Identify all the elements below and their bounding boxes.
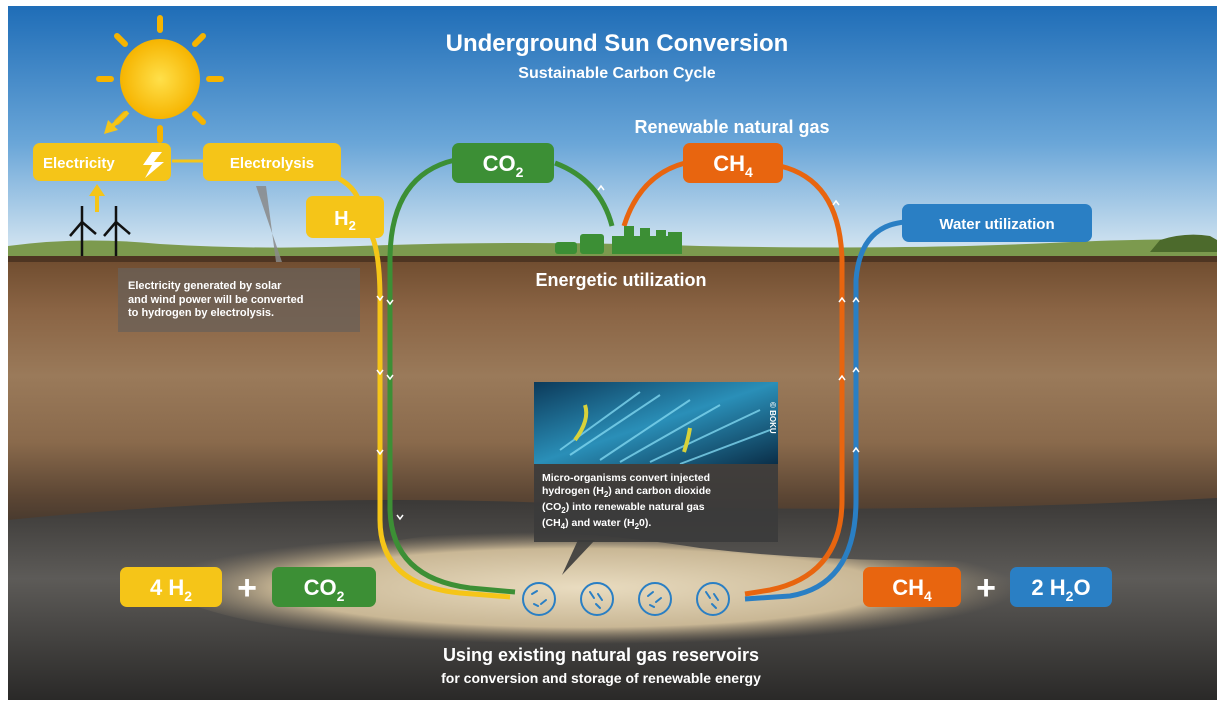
ch4-box (683, 143, 783, 183)
h2-box (306, 196, 384, 238)
green-pipe (554, 160, 615, 227)
renewable-gas-label: Renewable natural gas (634, 117, 829, 137)
trees (1150, 234, 1217, 252)
electrolysis-note-line: to hydrogen by electrolysis. (128, 307, 275, 319)
orange-pipe (744, 163, 845, 597)
electrolysis-label: Electrolysis (230, 155, 314, 172)
callout-pointer (256, 186, 282, 262)
eq-right-plus: + (976, 569, 996, 607)
yellow-pipe (367, 230, 511, 600)
title: Underground Sun Conversion (446, 30, 789, 57)
co2-label: CO2 (483, 151, 524, 180)
flow-arrows (376, 184, 860, 521)
ch4-label: CH4 (713, 151, 753, 180)
micro-note-line: Micro-organisms convert injected (542, 472, 711, 484)
eq-2h2o-box (1010, 567, 1112, 607)
eq-left-plus: + (237, 569, 257, 607)
electricity-label: Electricity (43, 155, 115, 172)
eq-co2-label: CO2 (304, 575, 345, 604)
micro-note-line: hydrogen (H2) and carbon dioxide (542, 485, 711, 500)
eq-ch4-box (863, 567, 961, 607)
electrolysis-note-line: and wind power will be converted (128, 293, 304, 306)
energetic-utilization-label: Energetic utilization (535, 270, 706, 290)
lightning-icon (143, 152, 164, 178)
h2-label: H2 (334, 208, 356, 233)
microorganisms-note: Micro-organisms convert injected hydroge… (542, 472, 774, 533)
orange-pipe (621, 160, 686, 227)
sun-arrow-icon (104, 110, 130, 134)
green-pipe (387, 157, 516, 595)
turbine-arrow-icon (89, 184, 105, 212)
blue-pipe (744, 219, 906, 602)
photo-credit: © BOKU (768, 402, 777, 434)
reservoir-lens (150, 531, 1018, 644)
water-utilization-box (902, 204, 1092, 242)
electrolysis-note-line: Electricity generated by solar (128, 280, 282, 292)
eq-4h2-label: 4 H2 (150, 575, 192, 604)
eq-ch4-label: CH4 (892, 575, 932, 604)
micro-note-line: (CH4) and water (H20). (542, 517, 652, 532)
topsoil-line (8, 256, 1217, 262)
footer-line1: Using existing natural gas reservoirs (443, 645, 759, 665)
footer-line2: for conversion and storage of renewable … (441, 670, 761, 686)
wind-turbine-icon (69, 206, 131, 256)
eq-4h2-box (120, 567, 222, 607)
water-utilization-label: Water utilization (939, 216, 1054, 233)
electrolysis-callout (118, 268, 360, 332)
sun-icon (96, 15, 224, 143)
eq-co2-box (272, 567, 376, 607)
subtitle: Sustainable Carbon Cycle (518, 65, 715, 82)
bacteria-icons (522, 582, 730, 616)
city-icon (555, 226, 682, 254)
electricity-box (33, 143, 171, 181)
co2-box (452, 143, 554, 183)
microorganism-image (534, 382, 778, 575)
eq-2h2o-label: 2 H2O (1031, 575, 1090, 604)
electrolysis-box (203, 143, 341, 181)
micro-note-line: (CO2) into renewable natural gas (542, 501, 705, 516)
electrolysis-note: Electricity generated by solar and wind … (128, 280, 360, 321)
